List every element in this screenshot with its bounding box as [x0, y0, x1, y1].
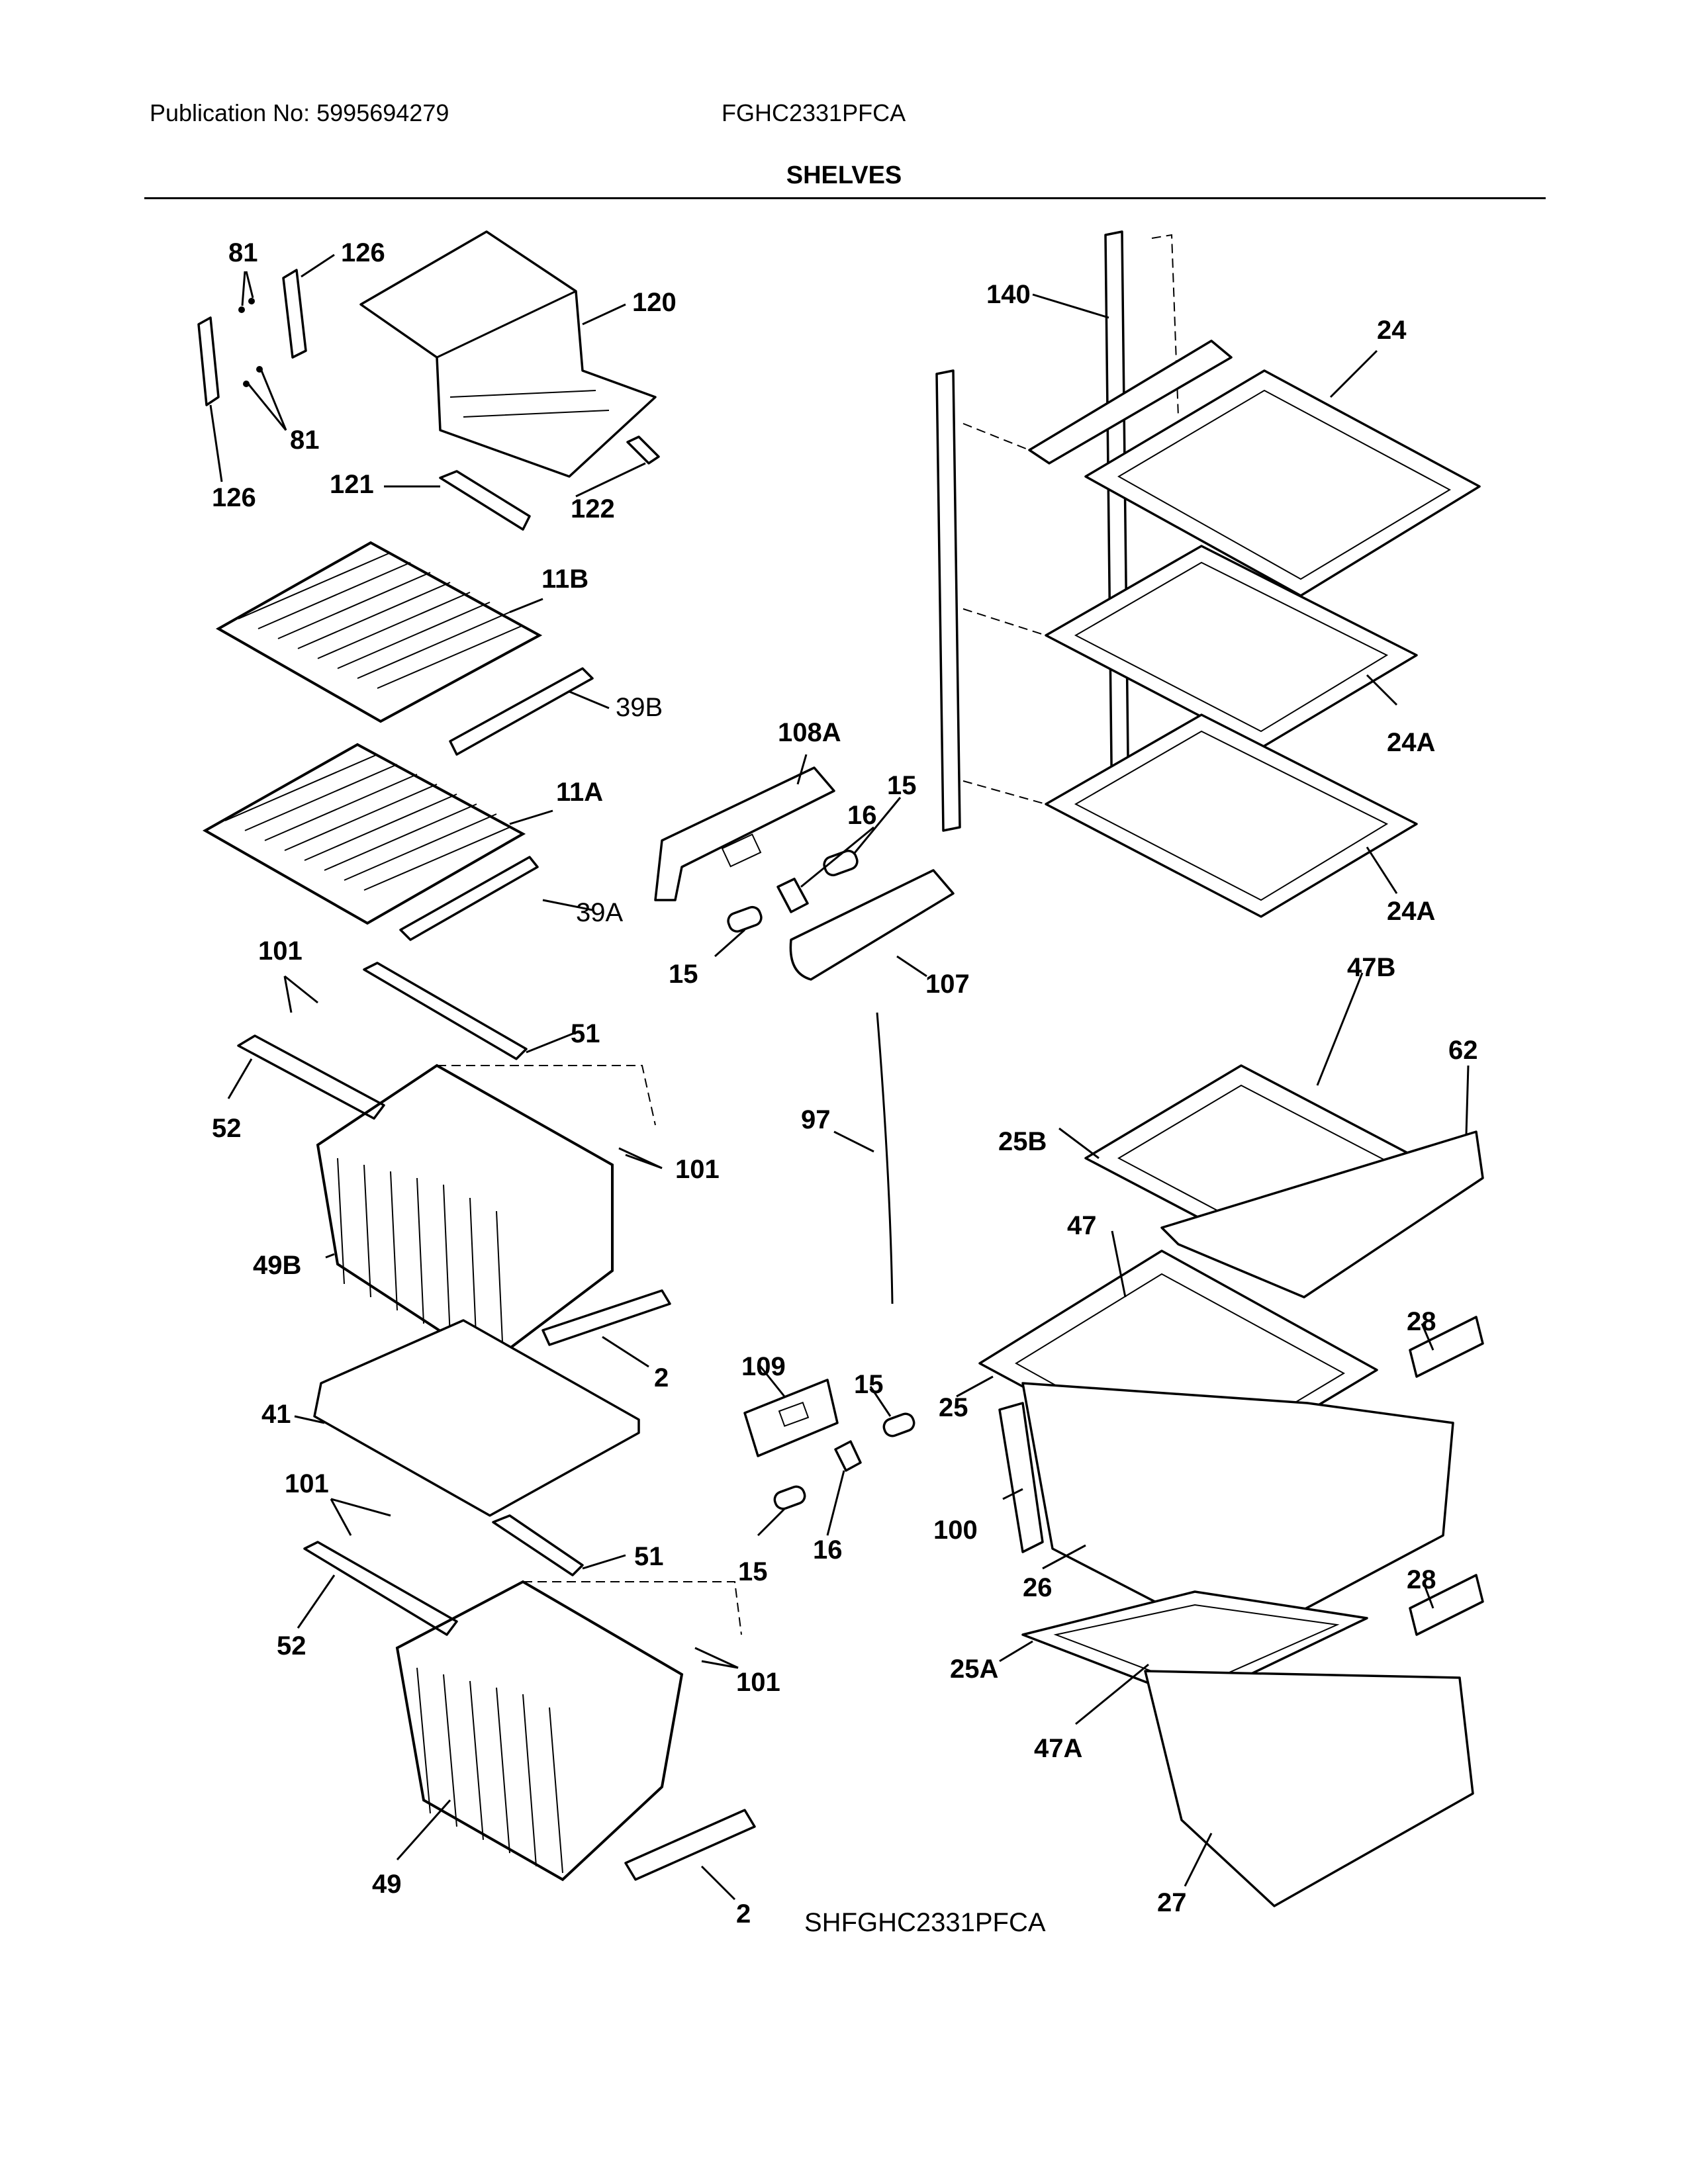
glass-shelf-24a-upper	[962, 545, 1418, 749]
callout-24: 24	[1377, 316, 1407, 345]
strip-97	[876, 1012, 894, 1304]
callout-101-mid-left: 101	[285, 1469, 329, 1498]
divider-shelf-41	[313, 1319, 640, 1517]
callout-2-upper: 2	[654, 1363, 669, 1392]
light-cover-107	[789, 869, 955, 981]
bulb-15-upper-left	[727, 905, 763, 933]
crisper-cover-47a	[1021, 1590, 1368, 1702]
callout-27: 27	[1157, 1888, 1187, 1917]
pan-26	[1021, 1382, 1454, 1646]
callout-109: 109	[741, 1352, 786, 1381]
trim-39a	[399, 856, 539, 941]
slide-51-lower	[492, 1514, 584, 1576]
callout-26: 26	[1023, 1573, 1053, 1602]
callout-25b: 25B	[998, 1127, 1047, 1156]
callout-101-top-left: 101	[258, 936, 303, 966]
callout-labels: 81 126 120 81 126 121 122 140 24 11B 39B…	[212, 238, 1478, 1937]
pan-62	[1160, 1130, 1484, 1298]
glass-shelf-24a-lower	[962, 713, 1418, 918]
callout-51-upper: 51	[571, 1019, 600, 1048]
callout-97: 97	[801, 1105, 831, 1134]
slide-52-lower	[303, 1541, 458, 1636]
callout-16-upper: 16	[847, 801, 877, 830]
callout-11a: 11A	[556, 778, 603, 807]
callout-101-top-right: 101	[675, 1155, 720, 1184]
lamp-socket-16-upper	[776, 878, 809, 913]
shelf-120	[359, 230, 657, 478]
part-122	[626, 435, 660, 465]
callout-52-upper: 52	[212, 1114, 242, 1143]
callout-2-lower: 2	[736, 1899, 751, 1929]
diagram-code: SHFGHC2331PFCA	[804, 1908, 1046, 1937]
wire-shelf-11b	[215, 541, 543, 723]
trim-2-lower	[624, 1809, 756, 1881]
bulb-15-upper-right	[823, 849, 859, 877]
callout-126-bottom: 126	[212, 483, 256, 512]
publication-number: Publication No: 5995694279	[150, 99, 449, 126]
callout-140: 140	[986, 280, 1031, 309]
bracket-28-upper	[1409, 1316, 1484, 1378]
pan-27	[1144, 1670, 1474, 1907]
callout-24a-lower: 24A	[1387, 897, 1435, 926]
bracket-126-left	[197, 269, 307, 406]
bracket-28-lower	[1409, 1574, 1484, 1636]
light-housing-109	[743, 1379, 839, 1457]
basket-49	[395, 1580, 742, 1882]
callout-126-top: 126	[341, 238, 385, 267]
callout-101-lower-right: 101	[736, 1668, 780, 1697]
callout-100: 100	[933, 1516, 978, 1545]
basket-49b	[316, 1064, 656, 1365]
callout-39b: 39B	[616, 693, 663, 722]
shelf-ladder-140	[1104, 230, 1130, 822]
callout-47b: 47B	[1347, 953, 1395, 982]
callout-81-top: 81	[228, 238, 258, 267]
callout-41: 41	[261, 1400, 291, 1429]
part-121	[439, 470, 531, 531]
callout-107: 107	[925, 970, 970, 999]
shelf-ladder-rear	[935, 369, 961, 832]
glass-shelf-24	[962, 340, 1481, 597]
trim-2-upper	[541, 1289, 671, 1346]
light-housing-108a	[654, 766, 835, 901]
callout-39a: 39A	[576, 898, 623, 927]
callout-15-upper-left: 15	[669, 960, 698, 989]
callout-28-lower: 28	[1407, 1565, 1436, 1594]
model-number: FGHC2331PFCA	[722, 99, 906, 126]
leader-lines	[209, 253, 1470, 1901]
callout-49: 49	[372, 1870, 402, 1899]
callout-47: 47	[1067, 1211, 1097, 1240]
callout-28-upper: 28	[1407, 1307, 1436, 1336]
callout-25: 25	[939, 1393, 968, 1422]
callout-15-lower-right: 15	[854, 1370, 884, 1399]
callout-11b: 11B	[541, 565, 588, 594]
bulb-15-lower-right	[882, 1412, 915, 1437]
callout-81-bottom: 81	[290, 426, 320, 455]
callout-25a: 25A	[950, 1655, 998, 1684]
callout-51-lower: 51	[634, 1542, 664, 1571]
lamp-socket-16-lower	[834, 1440, 862, 1472]
callout-108a: 108A	[778, 718, 841, 747]
callout-16-lower: 16	[813, 1535, 843, 1565]
callout-49b: 49B	[253, 1251, 301, 1280]
callout-120: 120	[632, 288, 677, 317]
callout-52-lower: 52	[277, 1631, 306, 1661]
callout-15-lower-left: 15	[738, 1557, 768, 1586]
callout-47a: 47A	[1034, 1734, 1082, 1763]
callout-24a-upper: 24A	[1387, 728, 1435, 757]
slide-51-upper	[363, 962, 528, 1060]
callout-122: 122	[571, 494, 615, 523]
trim-39b	[449, 667, 594, 756]
divider-100	[998, 1402, 1044, 1553]
slide-52-upper	[237, 1034, 385, 1120]
section-title: SHELVES	[786, 161, 902, 189]
callout-62: 62	[1448, 1036, 1478, 1065]
bulb-15-lower-left	[773, 1485, 806, 1510]
callout-15-upper-right: 15	[887, 771, 917, 800]
wire-shelf-11a	[202, 743, 526, 925]
header-divider	[144, 197, 1546, 199]
callout-121: 121	[330, 470, 374, 499]
